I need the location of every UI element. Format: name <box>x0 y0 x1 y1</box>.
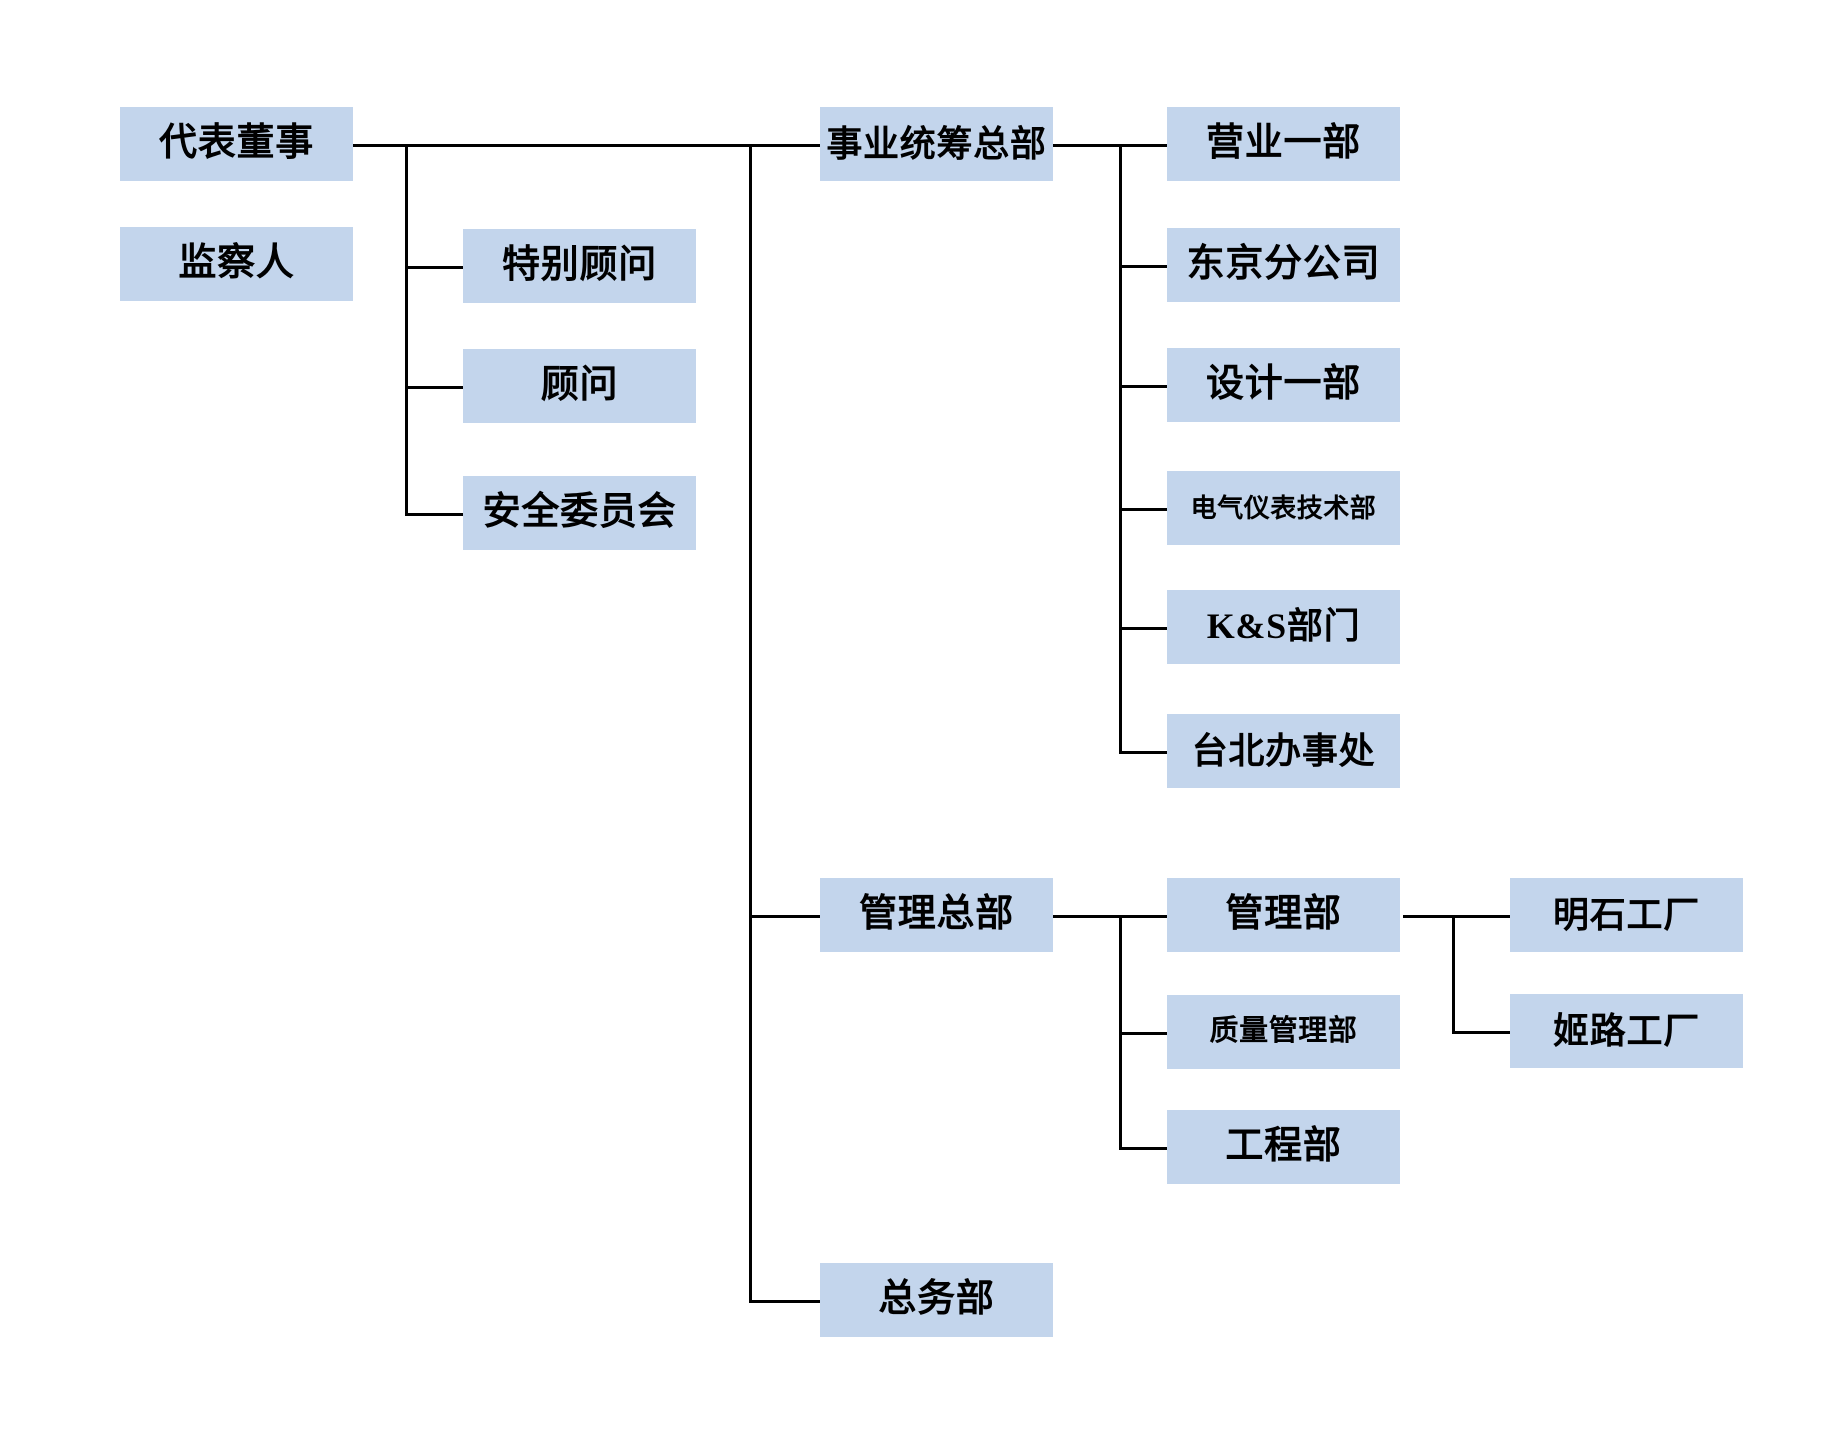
node-auditor[interactable]: 监察人 <box>120 227 353 301</box>
node-representative-director[interactable]: 代表董事 <box>120 107 353 181</box>
connector-stub-management-hq <box>749 915 821 918</box>
connector-stub-taipei-office <box>1119 751 1169 754</box>
connector-stub-special-advisor <box>405 266 465 269</box>
node-design-dept-1[interactable]: 设计一部 <box>1167 348 1400 422</box>
connector-management-hq-out <box>1052 915 1122 918</box>
node-safety-committee[interactable]: 安全委员会 <box>463 476 696 550</box>
node-sales-dept-1[interactable]: 营业一部 <box>1167 107 1400 181</box>
connector-business-hq-out <box>1052 144 1122 147</box>
connector-stub-ks-division <box>1119 627 1169 630</box>
connector-stub-design-1 <box>1119 385 1169 388</box>
connector-stub-business-hq <box>749 144 821 147</box>
node-quality-management-dept[interactable]: 质量管理部 <box>1167 995 1400 1069</box>
connector-stub-tokyo-branch <box>1119 265 1169 268</box>
connector-director-to-spine <box>352 144 752 147</box>
connector-stub-advisor <box>405 386 465 389</box>
node-management-dept[interactable]: 管理部 <box>1167 878 1400 952</box>
node-electrical-instrument-tech-dept[interactable]: 电气仪表技术部 <box>1167 471 1400 545</box>
connector-main-spine <box>749 144 752 1302</box>
connector-management-dept-out <box>1403 915 1455 918</box>
node-advisor[interactable]: 顾问 <box>463 349 696 423</box>
node-management-hq[interactable]: 管理总部 <box>820 878 1053 952</box>
connector-stub-safety-committee <box>405 513 465 516</box>
node-ks-division[interactable]: K&S部门 <box>1167 590 1400 664</box>
connector-stub-sales-1 <box>1119 144 1169 147</box>
node-tokyo-branch[interactable]: 东京分公司 <box>1167 228 1400 302</box>
connector-stub-electrical-dept <box>1119 508 1169 511</box>
connector-stub-general-affairs <box>749 1300 821 1303</box>
connector-stub-management-dept <box>1119 915 1169 918</box>
node-akashi-factory[interactable]: 明石工厂 <box>1510 878 1743 952</box>
connector-advisors-spine <box>405 144 408 516</box>
node-engineering-dept[interactable]: 工程部 <box>1167 1110 1400 1184</box>
connector-stub-himeji-factory <box>1452 1031 1512 1034</box>
connector-factories-spine <box>1452 915 1455 1033</box>
connector-business-children-spine <box>1119 144 1122 754</box>
connector-stub-engineering-dept <box>1119 1147 1169 1150</box>
connector-stub-quality-dept <box>1119 1032 1169 1035</box>
node-taipei-office[interactable]: 台北办事处 <box>1167 714 1400 788</box>
node-special-advisor[interactable]: 特别顾问 <box>463 229 696 303</box>
node-business-coordination-hq[interactable]: 事业统筹总部 <box>820 107 1053 181</box>
node-general-affairs-dept[interactable]: 总务部 <box>820 1263 1053 1337</box>
connector-stub-akashi-factory <box>1452 915 1512 918</box>
node-himeji-factory[interactable]: 姬路工厂 <box>1510 994 1743 1068</box>
